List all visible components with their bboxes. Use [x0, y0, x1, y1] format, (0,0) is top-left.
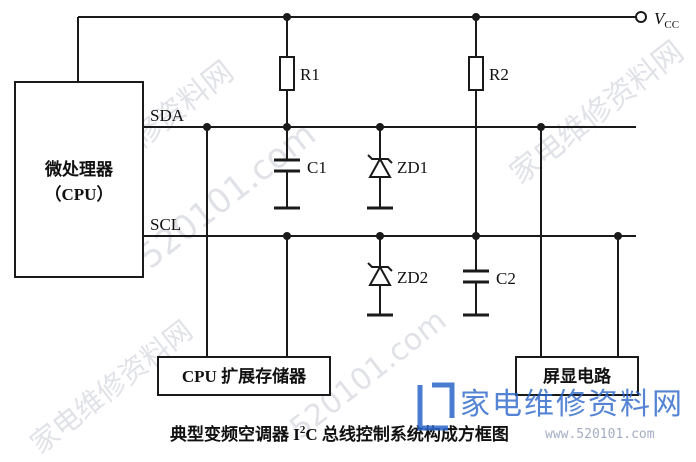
cpu-label-line1: 微处理器 — [44, 159, 114, 179]
c1-label: C1 — [307, 158, 327, 177]
zener-diode-zd2 — [367, 262, 393, 286]
r1-label: R1 — [300, 65, 320, 84]
diagram-caption: 典型变频空调器 I2C 总线控制系统构成方框图 — [170, 424, 509, 444]
vcc-terminal — [635, 11, 647, 23]
resistor-r1 — [279, 56, 295, 91]
watermark-site-text-2: 家电维修资料网 — [503, 34, 690, 191]
logo-mark-icon — [417, 385, 448, 431]
sda-label: SDA — [150, 106, 185, 125]
memory-box-label: CPU 扩展存储器 — [182, 366, 307, 386]
zd2-label: ZD2 — [397, 268, 428, 287]
logo-mark-icon-2 — [432, 382, 455, 418]
r2-label: R2 — [489, 65, 509, 84]
cpu-label-line2: （CPU） — [45, 184, 114, 204]
watermark-logo-text: 家电维修资料网 — [460, 387, 684, 422]
resistor-r2 — [468, 56, 484, 91]
zener-diode-zd1 — [367, 154, 393, 178]
c2-label: C2 — [496, 269, 516, 288]
watermark-logo-domain: www.520101.com — [545, 427, 655, 442]
zd1-label: ZD1 — [397, 158, 428, 177]
display-box — [515, 356, 639, 396]
vcc-label: VCC — [654, 9, 679, 31]
watermark-logo: 家电维修资料网 www.520101.com — [417, 382, 684, 442]
scl-label: SCL — [150, 215, 181, 234]
memory-box — [157, 356, 331, 396]
display-box-label: 屏显电路 — [543, 366, 612, 386]
cpu-block — [14, 81, 144, 278]
